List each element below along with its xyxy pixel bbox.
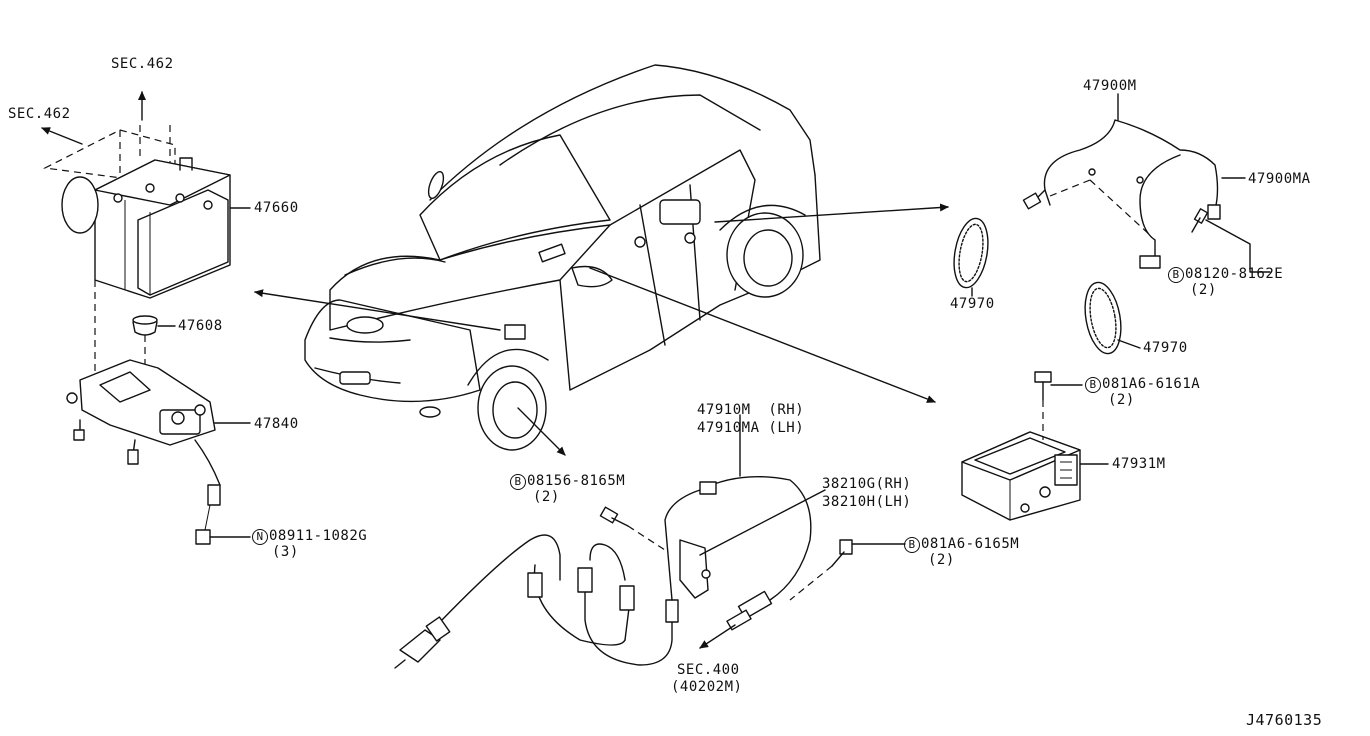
bolt-icon — [599, 506, 666, 551]
fastener-08911-qty: (3) — [272, 544, 299, 560]
rear-harness — [1022, 93, 1246, 269]
sec400-code-label: (40202M) — [671, 679, 743, 695]
arrow-to-front-sensor — [517, 407, 566, 456]
arrow-to-yaw-sensor — [589, 267, 936, 403]
fastener-08156-qty: (2) — [533, 489, 560, 505]
part-47970-label-b: 47970 — [1143, 340, 1188, 356]
fastener-number: 08120-8162E — [1185, 266, 1284, 282]
bolt-badge: B — [1168, 267, 1184, 283]
part-47931m-label: 47931M — [1112, 456, 1166, 472]
bolt-icon — [1034, 371, 1083, 440]
bolt-badge: B — [510, 474, 526, 490]
part-47900m-label: 47900M — [1083, 78, 1137, 94]
diagram-id-label: J4760135 — [1246, 711, 1323, 729]
fastener-081a6-6161a-qty: (2) — [1108, 392, 1135, 408]
connector-icon — [394, 616, 451, 669]
fastener-number: 08911-1082G — [269, 528, 368, 544]
arrow-to-rear-harness — [714, 203, 949, 223]
nut-badge: N — [252, 529, 268, 545]
fastener-number: 08156-8165M — [527, 473, 626, 489]
bolt-icon — [1191, 208, 1271, 273]
vehicle-outline — [304, 64, 821, 451]
tone-ring-icon — [1084, 281, 1141, 355]
front-wheel-sensor-harness — [394, 414, 826, 669]
fastener-081a6-6165m-qty: (2) — [928, 552, 955, 568]
part-47660-label: 47660 — [254, 200, 299, 216]
tone-ring-icon — [953, 217, 989, 297]
yaw-rate-sensor — [961, 431, 1109, 521]
fastener-number: 081A6-6161A — [1102, 376, 1201, 392]
bolt-badge: B — [904, 537, 920, 553]
part-47910m-label: 47910M (RH) — [697, 402, 805, 418]
nut-icon — [195, 504, 251, 545]
bracket-part — [66, 359, 251, 506]
bolt-badge: B — [1085, 377, 1101, 393]
part-47608-label: 47608 — [178, 318, 223, 334]
sec462-left-arrow — [41, 127, 83, 145]
part-47900ma-label: 47900MA — [1248, 171, 1311, 187]
part-47970-label-a: 47970 — [950, 296, 995, 312]
sec400-label: SEC.400 — [677, 662, 740, 678]
sec462-top-label: SEC.462 — [111, 56, 174, 72]
fastener-08120-qty: (2) — [1190, 282, 1217, 298]
part-38210h-label: 38210H(LH) — [822, 494, 912, 510]
arrow-to-actuator — [254, 289, 501, 331]
fastener-number: 081A6-6165M — [921, 536, 1020, 552]
grommet-part — [132, 315, 176, 395]
part-47910ma-label: 47910MA (LH) — [697, 420, 805, 436]
part-38210g-label: 38210G(RH) — [822, 476, 912, 492]
sec462-left-label: SEC.462 — [8, 106, 71, 122]
abs-actuator-unit — [42, 125, 251, 299]
bolt-icon — [789, 539, 906, 601]
part-47840-label: 47840 — [254, 416, 299, 432]
